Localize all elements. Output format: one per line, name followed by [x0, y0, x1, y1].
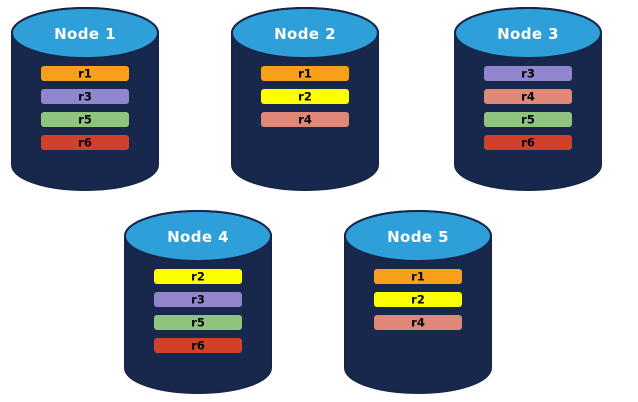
shard-label: r1 — [78, 67, 92, 81]
shard-bar — [374, 315, 462, 330]
nodes-layer: Node 1 r1 r3 r5 r6 Node 2 r1 r2 r4 Node 3 r3 r4 r5 r6… — [11, 7, 602, 394]
shard-bar — [484, 135, 572, 150]
shard-r3[interactable]: r3 — [484, 66, 572, 81]
shard-bar — [41, 135, 129, 150]
shard-r6[interactable]: r6 — [41, 135, 129, 150]
shard-r5[interactable]: r5 — [41, 112, 129, 127]
node-cylinder-4[interactable]: Node 4 r2 r3 r5 r6 — [124, 210, 272, 394]
shard-bar — [261, 89, 349, 104]
cylinder-top — [231, 7, 379, 59]
shard-r1[interactable]: r1 — [41, 66, 129, 81]
shard-r6[interactable]: r6 — [484, 135, 572, 150]
shard-r2[interactable]: r2 — [374, 292, 462, 307]
shard-label: r6 — [191, 339, 205, 353]
cylinder-top — [124, 210, 272, 262]
shard-r1[interactable]: r1 — [261, 66, 349, 81]
shard-label: r3 — [521, 67, 535, 81]
shard-r4[interactable]: r4 — [484, 89, 572, 104]
shard-bar — [484, 112, 572, 127]
shard-r4[interactable]: r4 — [374, 315, 462, 330]
shard-bar — [41, 112, 129, 127]
shard-label: r5 — [191, 316, 205, 330]
shard-label: r2 — [298, 90, 312, 104]
shard-bar — [374, 269, 462, 284]
shard-label: r5 — [521, 113, 535, 127]
node-cylinder-3[interactable]: Node 3 r3 r4 r5 r6 — [454, 7, 602, 191]
node-title: Node 5 — [387, 228, 449, 246]
cylinder-top — [344, 210, 492, 262]
shard-bar — [154, 315, 242, 330]
node-title: Node 4 — [167, 228, 229, 246]
node-cylinder-5[interactable]: Node 5 r1 r2 r4 — [344, 210, 492, 394]
shard-label: r4 — [411, 316, 425, 330]
shard-r3[interactable]: r3 — [41, 89, 129, 104]
shard-label: r3 — [191, 293, 205, 307]
node-title: Node 1 — [54, 25, 116, 43]
node-cylinder-1[interactable]: Node 1 r1 r3 r5 r6 — [11, 7, 159, 191]
shard-r2[interactable]: r2 — [261, 89, 349, 104]
shard-label: r2 — [191, 270, 205, 284]
shard-r4[interactable]: r4 — [261, 112, 349, 127]
shard-label: r6 — [78, 136, 92, 150]
shard-r6[interactable]: r6 — [154, 338, 242, 353]
shard-label: r6 — [521, 136, 535, 150]
cylinder-top — [11, 7, 159, 59]
shard-bar — [261, 66, 349, 81]
shard-bar — [261, 112, 349, 127]
shard-label: r4 — [521, 90, 535, 104]
shard-r2[interactable]: r2 — [154, 269, 242, 284]
shard-r3[interactable]: r3 — [154, 292, 242, 307]
cylinder-top — [454, 7, 602, 59]
shard-bar — [154, 269, 242, 284]
shard-r1[interactable]: r1 — [374, 269, 462, 284]
shard-label: r1 — [298, 67, 312, 81]
shard-label: r2 — [411, 293, 425, 307]
shard-label: r1 — [411, 270, 425, 284]
node-title: Node 2 — [274, 25, 336, 43]
shard-bar — [374, 292, 462, 307]
node-title: Node 3 — [497, 25, 559, 43]
shard-r5[interactable]: r5 — [154, 315, 242, 330]
shard-bar — [154, 292, 242, 307]
shard-bar — [484, 89, 572, 104]
shard-bar — [41, 66, 129, 81]
shard-label: r4 — [298, 113, 312, 127]
shard-bar — [484, 66, 572, 81]
shard-label: r5 — [78, 113, 92, 127]
node-cylinder-2[interactable]: Node 2 r1 r2 r4 — [231, 7, 379, 191]
shard-bar — [154, 338, 242, 353]
shard-bar — [41, 89, 129, 104]
shard-label: r3 — [78, 90, 92, 104]
shard-r5[interactable]: r5 — [484, 112, 572, 127]
